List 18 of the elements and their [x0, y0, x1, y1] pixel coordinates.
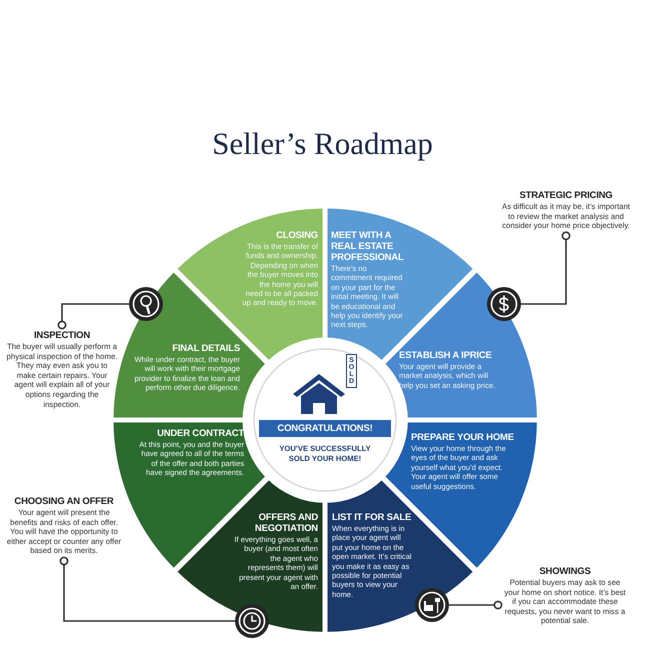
segment-heading: ESTABLISH A IPRICE — [398, 350, 493, 361]
leader-line — [521, 231, 570, 305]
callout-heading: INSPECTION — [32, 330, 92, 342]
segment-heading: MEET WITH A REAL ESTATE PROFESSIONAL — [331, 230, 405, 263]
callout-heading: SHOWINGS — [538, 566, 592, 578]
title: Seller’s Roadmap — [211, 126, 434, 162]
segment-heading: UNDER CONTRACT — [156, 428, 244, 439]
segment-heading: CLOSING — [275, 230, 318, 241]
segment-heading: LIST IT FOR SALE — [332, 512, 412, 523]
segment-heading: PREPARE YOUR HOME — [410, 432, 515, 443]
callout-heading: STRATEGIC PRICING — [518, 190, 614, 202]
leader-line — [449, 600, 502, 610]
segment-heading: FINAL DETAILS — [171, 342, 240, 354]
leader-line — [60, 556, 235, 622]
callout-heading: CHOOSING AN OFFER — [13, 496, 115, 508]
leader-line — [58, 303, 129, 330]
segment-heading: OFFERS AND NEGOTIATION — [254, 512, 318, 534]
banner: CONGRATULATIONS! — [259, 420, 391, 437]
